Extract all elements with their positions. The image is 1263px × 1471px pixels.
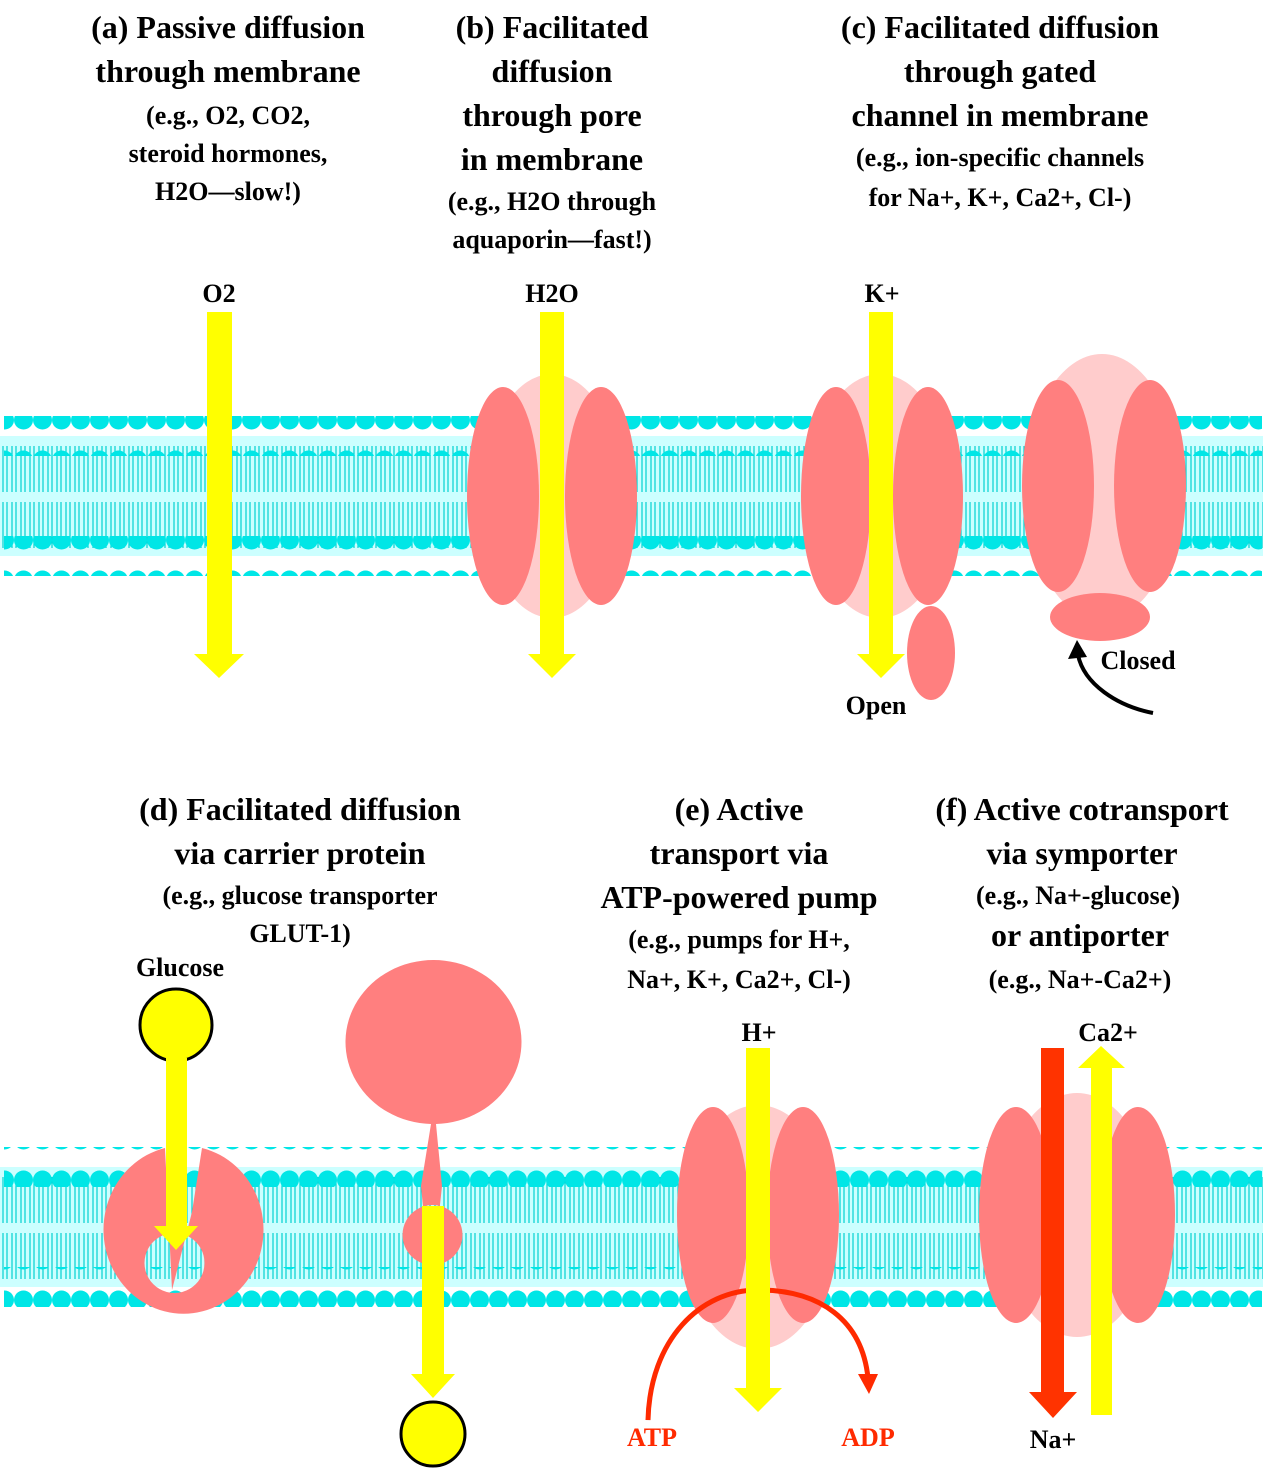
panel-d-example-line1: (e.g., glucose transporter xyxy=(162,881,437,910)
panel-f-example-line2: (e.g., Na+-Ca2+) xyxy=(989,965,1172,994)
molecule-label-h2o: H2O xyxy=(525,279,578,308)
molecule-label-h: H+ xyxy=(741,1018,776,1047)
panel-e-title-line1: (e) Active xyxy=(675,791,804,827)
panel-c-example-line2: for Na+, K+, Ca2+, Cl-) xyxy=(869,183,1132,212)
closed-label: Closed xyxy=(1100,646,1176,675)
panel-a-example-line1: (e.g., O2, CO2, xyxy=(146,101,310,130)
panel-f-title2: or antiporter xyxy=(991,917,1169,953)
panel-a: (a) Passive diffusion through membrane (… xyxy=(91,9,365,678)
panel-a-example-line3: H2O—slow!) xyxy=(155,177,301,206)
molecule-label-glucose: Glucose xyxy=(136,953,224,982)
panel-b-title-line1: (b) Facilitated xyxy=(456,9,649,45)
panel-b-title-line4: in membrane xyxy=(461,141,643,177)
panel-e-title-line2: transport via xyxy=(650,835,829,871)
panel-a-title-line1: (a) Passive diffusion xyxy=(91,9,365,45)
panel-e-example-line2: Na+, K+, Ca2+, Cl-) xyxy=(627,965,851,994)
panel-b-example-line1: (e.g., H2O through xyxy=(448,187,657,216)
panel-f-title-line2: via symporter xyxy=(986,835,1177,871)
closed-gate xyxy=(1050,593,1150,641)
panel-b-example-line2: aquaporin—fast!) xyxy=(452,225,651,254)
molecule-label-o2: O2 xyxy=(202,279,235,308)
gated-channel-closed xyxy=(1022,354,1186,641)
panel-b-title-line2: diffusion xyxy=(492,53,613,89)
panel-e-title-line3: ATP-powered pump xyxy=(600,879,877,915)
panel-a-title-line2: through membrane xyxy=(95,53,360,89)
panel-e: (e) Active transport via ATP-powered pum… xyxy=(600,791,894,1452)
panel-d-title-line1: (d) Facilitated diffusion xyxy=(139,791,461,827)
panel-f: (f) Active cotransport via symporter (e.… xyxy=(935,791,1229,1454)
panel-e-example-line1: (e.g., pumps for H+, xyxy=(628,925,850,954)
molecule-label-k: K+ xyxy=(864,279,899,308)
atp-label: ATP xyxy=(627,1423,677,1452)
panel-d-example-line2: GLUT-1) xyxy=(249,919,351,948)
panel-d: (d) Facilitated diffusion via carrier pr… xyxy=(104,791,522,1466)
molecule-label-na: Na+ xyxy=(1030,1425,1077,1454)
panel-d-title-line2: via carrier protein xyxy=(174,835,425,871)
panel-c: (c) Facilitated diffusion through gated … xyxy=(801,9,1186,720)
glucose-outside xyxy=(140,989,212,1061)
open-label: Open xyxy=(846,691,907,720)
panel-c-example-line1: (e.g., ion-specific channels xyxy=(856,143,1144,172)
panel-c-title-line1: (c) Facilitated diffusion xyxy=(841,9,1159,45)
panel-f-example-line1: (e.g., Na+-glucose) xyxy=(976,881,1180,910)
panel-a-example-line2: steroid hormones, xyxy=(129,139,328,168)
panel-b-title-line3: through pore xyxy=(462,97,641,133)
panel-f-title-line1: (f) Active cotransport xyxy=(935,791,1229,827)
cotransporter-protein xyxy=(979,1093,1175,1337)
molecule-label-ca: Ca2+ xyxy=(1078,1018,1138,1047)
adp-label: ADP xyxy=(841,1423,895,1452)
open-gate xyxy=(907,606,955,700)
panel-c-title-line3: channel in membrane xyxy=(852,97,1149,133)
panel-b: (b) Facilitated diffusion through pore i… xyxy=(448,9,657,678)
panel-c-title-line2: through gated xyxy=(904,53,1097,89)
glucose-inside xyxy=(401,1402,465,1466)
